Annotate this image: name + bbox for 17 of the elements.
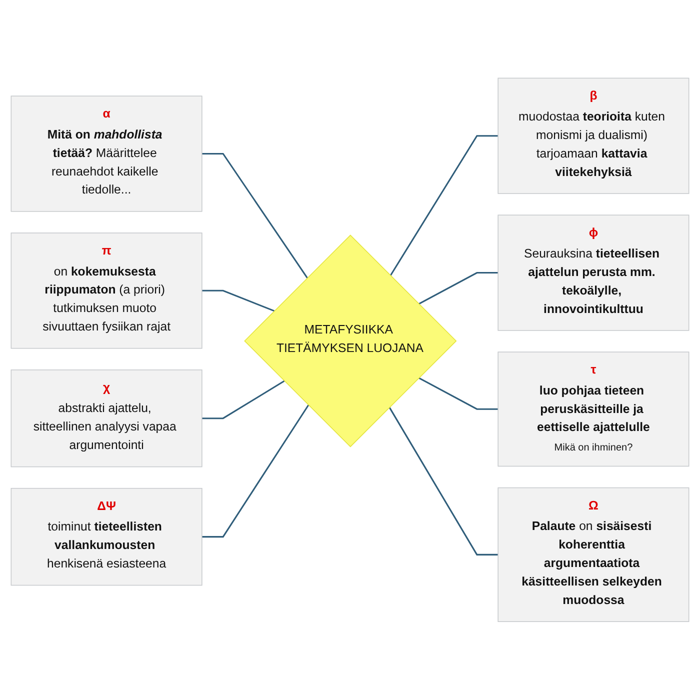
node-box: ΔΨ toiminut tieteellisten vallankumousten henkisenä esiasteena: [10, 488, 202, 586]
connector: [418, 377, 498, 410]
connector: [202, 404, 310, 538]
connector: [202, 380, 285, 420]
node-diamond: METAFYSIIKKA TIETÄMYKSEN LUOJANA: [244, 234, 457, 448]
node-box: β muodostaa teorioita kuten monismi ja dualismi) tarjoamaan kattavia viitekehyksiä: [498, 78, 690, 194]
node-box: α Mitä on mahdollista tietää? Määrittelee reunaehdot kaikelle tiedolle...: [10, 96, 202, 212]
node-box: χ abstrakti ajattelu, sitteellinen analyysi vapaa argumentointi: [10, 370, 202, 468]
node-box: π on kokemuksesta riippumaton (a priori) tutkimuksen muoto sivuuttaen fysiikan rajat: [10, 232, 202, 349]
connector: [388, 407, 498, 556]
connector: [390, 135, 498, 276]
node-box: Ω Palaute on sisäisesti koherenttia argumentaatiota käsitteellisen selkeyden muodossa: [498, 488, 690, 622]
node-box: ϕ Seurauksina tieteellisen ajattelun perusta mm. tekoälylle, innovointikulttuu: [498, 214, 690, 331]
connector: [418, 272, 498, 305]
connector: [202, 153, 308, 278]
node-box: τ luo pohjaa tieteen peruskäsitteille ja eettiselle ajattelulle Mikä on ihminen?: [498, 352, 690, 467]
connector: [202, 290, 275, 312]
